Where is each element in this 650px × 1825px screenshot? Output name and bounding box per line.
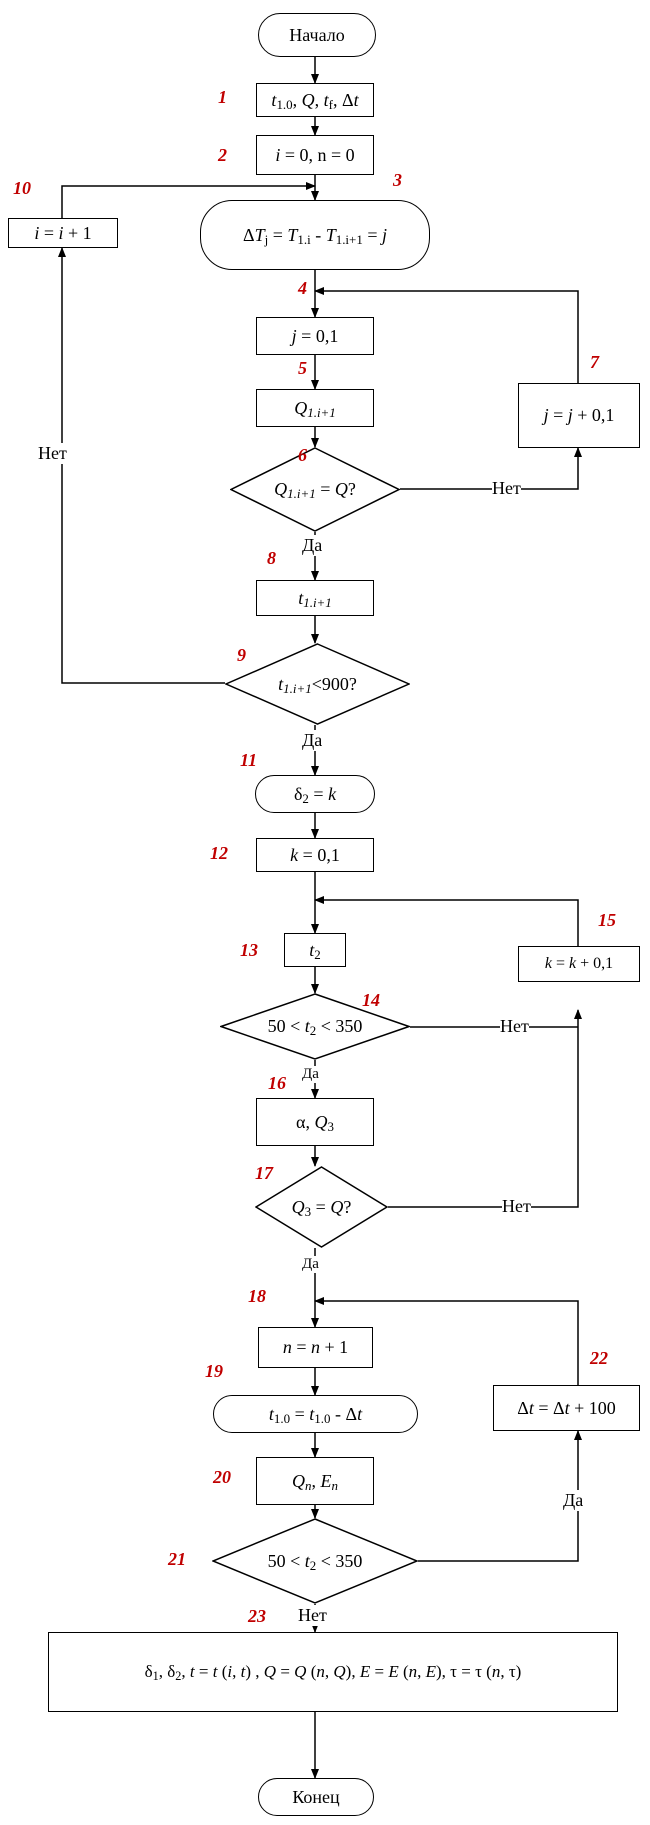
step-number-20: 20 (213, 1467, 231, 1487)
process-block-18-text: n = n + 1 (282, 1337, 349, 1357)
branch-no-14-15: Нет (500, 1016, 529, 1037)
step-number-10: 10 (13, 178, 31, 198)
process-block-22: Δt = Δt + 100 (493, 1385, 640, 1431)
step-number-12: 12 (210, 843, 228, 863)
process-block-7: j = j + 0,1 (518, 383, 640, 448)
branch-yes-14-16: Да (302, 1066, 319, 1083)
decision-block-14-text: 50 < t2 < 350 (267, 1016, 363, 1039)
decision-block-17-text: Q3 = Q? (291, 1196, 352, 1219)
step-number-6: 6 (298, 445, 307, 465)
branch-yes-17-18: Да (302, 1256, 319, 1273)
step-number-3: 3 (393, 170, 402, 190)
branch-yes-21-22: Да (563, 1490, 584, 1511)
process-block-16: α, Q3 (256, 1098, 374, 1146)
process-block-4-text: j = 0,1 (291, 325, 339, 346)
branch-yes-9-11: Да (302, 730, 323, 751)
edge-7-4 (314, 287, 579, 383)
terminator-block-3-text: ΔTj = T1.i - T1.i+1 = j (243, 224, 387, 247)
process-block-12-text: k = 0,1 (290, 844, 340, 865)
decision-block-14-shape (220, 993, 410, 1060)
process-block-15: k = k + 0,1 (518, 946, 640, 982)
process-block-18: n = n + 1 (258, 1327, 373, 1368)
terminator-block-11: δ2 = k (255, 775, 375, 813)
process-block-15-text: k = k + 0,1 (544, 955, 614, 972)
process-block-8-text: t1.i+1 (298, 587, 332, 610)
start-label: Начало (289, 24, 345, 45)
step-number-23: 23 (248, 1606, 266, 1626)
process-block-22-text: Δt = Δt + 100 (517, 1397, 616, 1418)
branch-no-21-23: Нет (298, 1605, 327, 1626)
end-label: Конец (292, 1786, 340, 1807)
process-block-2-text: i = 0, n = 0 (275, 144, 355, 165)
edge-15-13 (314, 896, 579, 946)
input-block-1-text: t1.0, Q, tf, Δt (271, 89, 359, 112)
process-block-13-text: t2 (309, 939, 321, 962)
branch-no-6-7: Нет (492, 478, 521, 499)
step-number-14: 14 (362, 990, 380, 1010)
step-number-16: 16 (268, 1073, 286, 1093)
process-block-16-text: α, Q3 (296, 1111, 334, 1134)
process-block-10-text: i = i + 1 (34, 222, 92, 243)
branch-no-9-10: Нет (38, 443, 67, 464)
edge-10-3 (61, 182, 316, 218)
step-number-13: 13 (240, 940, 258, 960)
process-block-20-text: Qn, En (292, 1470, 338, 1493)
decision-block-6-text: Q1.i+1 = Q? (274, 479, 356, 502)
decision-block-21-shape (212, 1518, 418, 1604)
decision-block-21: 50 < t2 < 350 (212, 1518, 418, 1604)
process-block-5: Q1.i+1 (256, 389, 374, 427)
input-block-1: t1.0, Q, tf, Δt (256, 83, 374, 117)
decision-block-6: Q1.i+1 = Q? (230, 447, 400, 532)
step-number-17: 17 (255, 1163, 273, 1183)
branch-yes-6-8: Да (302, 535, 323, 556)
decision-block-17-shape (255, 1166, 388, 1248)
decision-block-9: t1.i+1<900? (225, 643, 410, 725)
decision-block-17: Q3 = Q? (255, 1166, 388, 1248)
terminator-block-3: ΔTj = T1.i - T1.i+1 = j (200, 200, 430, 270)
process-block-10: i = i + 1 (8, 218, 118, 248)
process-block-13: t2 (284, 933, 346, 967)
step-number-5: 5 (298, 358, 307, 378)
edge-22-18 (314, 1297, 579, 1385)
step-number-18: 18 (248, 1286, 266, 1306)
decision-block-9-text: t1.i+1<900? (278, 673, 357, 696)
step-number-8: 8 (267, 548, 276, 568)
edge-21-22 (418, 1430, 582, 1562)
step-number-2: 2 (218, 145, 227, 165)
output-block-23: δ1, δ2, t = t (i, t) , Q = Q (n, Q), E =… (48, 1632, 618, 1712)
edge-9-10 (58, 247, 225, 684)
output-block-23-text: δ1, δ2, t = t (i, t) , Q = Q (n, Q), E =… (144, 1662, 522, 1684)
step-number-19: 19 (205, 1361, 223, 1381)
step-number-4: 4 (298, 278, 307, 298)
start-terminator: Начало (258, 13, 376, 57)
process-block-7-text: j = j + 0,1 (543, 405, 615, 425)
edge-6-7 (400, 447, 582, 490)
step-number-22: 22 (590, 1348, 608, 1368)
process-block-8: t1.i+1 (256, 580, 374, 616)
process-block-4: j = 0,1 (256, 317, 374, 355)
step-number-9: 9 (237, 645, 246, 665)
branch-no-17-15: Нет (502, 1196, 531, 1217)
step-number-1: 1 (218, 87, 227, 107)
process-block-2: i = 0, n = 0 (256, 135, 374, 175)
decision-block-9-shape (225, 643, 410, 725)
edge-17-15 (388, 1009, 582, 1208)
terminator-block-11-text: δ2 = k (293, 783, 337, 806)
terminator-block-19-text: t1.0 = t1.0 - Δt (268, 1403, 363, 1426)
decision-block-21-text: 50 < t2 < 350 (267, 1550, 363, 1573)
process-block-12: k = 0,1 (256, 838, 374, 872)
terminator-block-19: t1.0 = t1.0 - Δt (213, 1395, 418, 1433)
end-terminator: Конец (258, 1778, 374, 1816)
decision-block-14: 50 < t2 < 350 (220, 993, 410, 1060)
step-number-21: 21 (168, 1549, 186, 1569)
decision-block-6-shape (230, 447, 400, 532)
step-number-7: 7 (590, 352, 599, 372)
process-block-20: Qn, En (256, 1457, 374, 1505)
step-number-15: 15 (598, 910, 616, 930)
process-block-5-text: Q1.i+1 (294, 397, 336, 420)
step-number-11: 11 (240, 750, 258, 770)
